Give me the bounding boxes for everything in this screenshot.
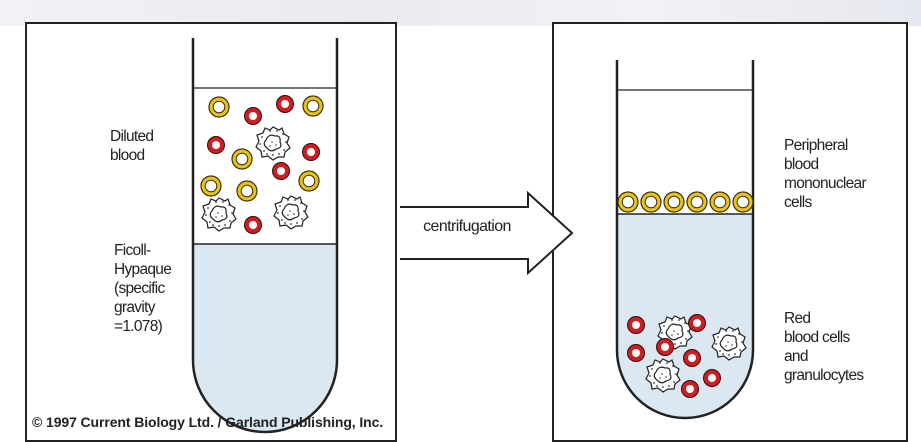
mononuclear-cell-layer — [617, 191, 754, 213]
label-line: granulocytes — [784, 367, 864, 384]
label-line: mononuclear — [784, 175, 867, 192]
label-line: gravity — [114, 299, 155, 316]
label-line: =1.078) — [114, 318, 163, 335]
ficoll-hypaque-label: Ficoll- Hypaque (specific gravity =1.078… — [114, 241, 172, 336]
red-blood-cell-icon — [627, 316, 645, 334]
red-blood-cell-icon — [244, 107, 262, 125]
lymphocyte-icon — [686, 191, 708, 213]
lymphocyte-icon — [302, 95, 324, 117]
red-cells-granulocytes-label: Red blood cells and granulocytes — [784, 309, 864, 385]
red-blood-cell-icon — [276, 95, 294, 113]
red-blood-cell-icon — [703, 369, 721, 387]
granulocyte-icon — [201, 197, 237, 232]
red-blood-cell-icon — [681, 380, 699, 398]
left-test-tube — [191, 38, 339, 434]
label-line: and — [784, 348, 808, 365]
label-line: Diluted — [110, 128, 154, 145]
lymphocyte-icon — [200, 175, 222, 197]
copyright-notice: © 1997 Current Biology Ltd. / Garland Pu… — [32, 414, 384, 430]
label-line: Ficoll- — [114, 242, 151, 259]
label-line: Red — [784, 310, 811, 327]
lymphocyte-icon — [640, 191, 662, 213]
lymphocyte-icon — [663, 191, 685, 213]
label-line: Peripheral — [784, 137, 848, 154]
label-line: blood — [784, 156, 819, 173]
arrow-icon — [400, 190, 574, 276]
red-blood-cell-icon — [302, 143, 320, 161]
label-line: (specific — [114, 280, 165, 297]
lymphocyte-icon — [208, 96, 230, 118]
red-blood-cell-icon — [627, 344, 645, 362]
label-line: cells — [784, 194, 812, 211]
red-blood-cell-icon — [244, 216, 262, 234]
label-line: Hypaque — [114, 261, 172, 278]
granulocyte-icon — [273, 195, 309, 230]
background-band — [0, 0, 921, 26]
label-line: blood cells — [784, 329, 850, 346]
lymphocyte-icon — [231, 148, 253, 170]
red-blood-cell-icon — [656, 338, 674, 356]
lymphocyte-icon — [709, 191, 731, 213]
lymphocyte-icon — [298, 170, 320, 192]
diluted-blood-label: Diluted blood — [110, 127, 154, 165]
right-test-tube — [615, 60, 755, 420]
red-blood-cell-icon — [683, 349, 701, 367]
red-blood-cell-icon — [272, 162, 290, 180]
label-line: blood — [110, 147, 145, 164]
red-blood-cell-icon — [207, 136, 225, 154]
lymphocyte-icon — [236, 180, 258, 202]
lymphocyte-icon — [732, 191, 754, 213]
left-tube-cells — [200, 95, 324, 234]
centrifugation-label: centrifugation — [423, 218, 511, 235]
granulocyte-icon — [255, 126, 291, 161]
pbmc-label: Peripheral blood mononuclear cells — [784, 136, 867, 212]
lymphocyte-icon — [617, 191, 639, 213]
red-blood-cell-icon — [688, 314, 706, 332]
